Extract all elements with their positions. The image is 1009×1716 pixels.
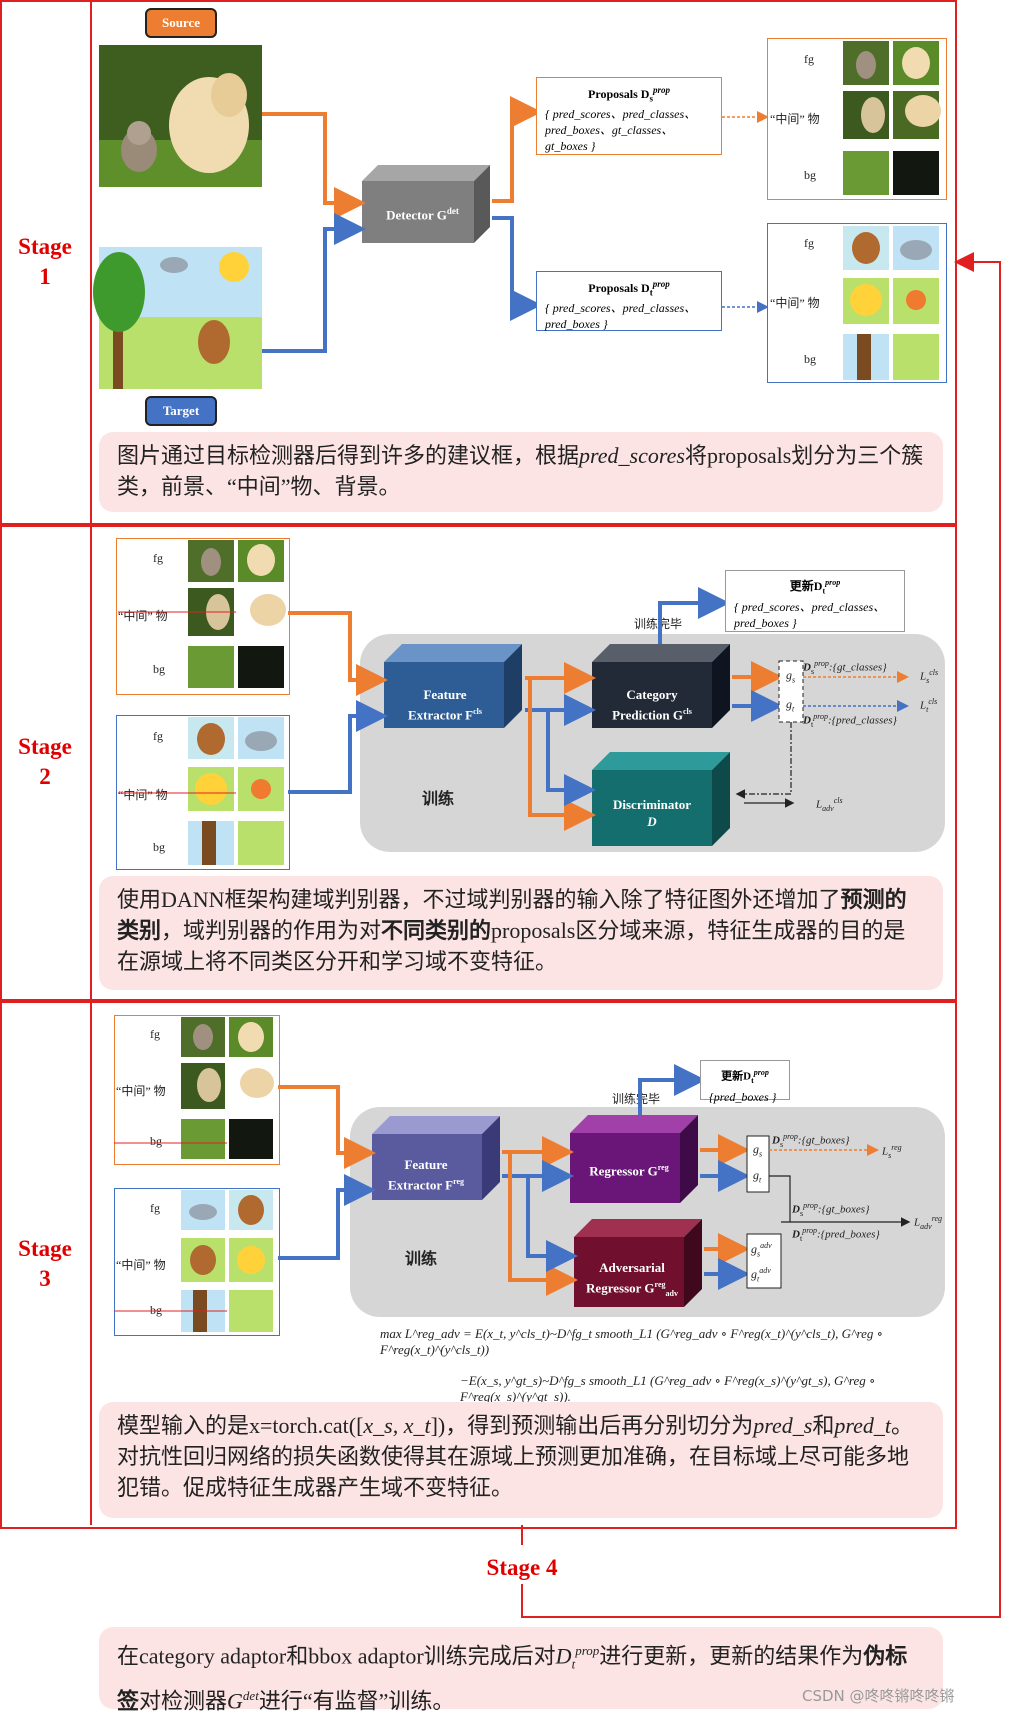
regressor-label: Regressor Greg — [589, 1163, 669, 1179]
stage3-note: 模型输入的是x=torch.cat([x_s, x_t])，得到预测输出后再分别… — [99, 1402, 943, 1518]
source-cluster-thumbs — [843, 41, 941, 195]
grid-label-bg: bg — [153, 662, 165, 676]
feature-extractor-reg-block — [372, 1116, 500, 1200]
stage2-dt-label: Dtprop:{pred_classes} — [803, 712, 897, 729]
grid-label-fg: fg — [804, 236, 814, 250]
grid-label-bg: bg — [153, 840, 165, 854]
target-pill: Target — [145, 396, 217, 426]
stage3-gt-adv-label: gtadv — [751, 1266, 771, 1284]
csdn-watermark: CSDN @咚咚锵咚咚锵 — [802, 1687, 955, 1705]
grid-label-mid: “中间” 物 — [116, 1258, 166, 1272]
grid-label-fg: fg — [150, 1201, 160, 1215]
grid-label-bg: bg — [150, 1134, 162, 1148]
stage1-note: 图片通过目标检测器后得到许多的建议框，根据pred_scores将proposa… — [99, 432, 943, 512]
stage2-frame — [0, 523, 957, 1003]
grid-label-mid: “中间” 物 — [770, 112, 820, 126]
stage3-frame — [0, 999, 957, 1529]
proposals-target-box: Proposals Dtprop { pred_scores、pred_clas… — [536, 271, 722, 331]
stage3-train-label: 训练 — [405, 1251, 438, 1268]
stage3-target-thumbs — [114, 1190, 273, 1332]
stage4-note: 在category adaptor和bbox adaptor训练完成后对Dtpr… — [99, 1627, 943, 1713]
stage3-gs-adv-label: gsadv — [751, 1241, 772, 1259]
stage2-ds-label: Dsprop:{gt_classes} — [803, 659, 887, 676]
category-prediction-block — [592, 644, 730, 728]
loss-cls-target: Ltcls — [920, 697, 938, 714]
adversarial-regressor-block — [574, 1219, 702, 1307]
feature-extractor-cls-block — [384, 644, 522, 728]
target-image — [93, 247, 262, 389]
stage3-dt-label: Dtprop:{pred_boxes} — [792, 1226, 880, 1243]
regressor-block — [570, 1115, 698, 1203]
loss-reg-adv: Ladvreg — [914, 1214, 943, 1231]
stage3-ds-label-2: Dsprop:{gt_boxes} — [792, 1201, 870, 1218]
grid-label-bg: bg — [150, 1303, 162, 1317]
stage3-ds-label-1: Dsprop:{gt_boxes} — [772, 1132, 850, 1149]
stage2-update-box: 更新Dtprop { pred_scores、pred_classes、pred… — [725, 570, 905, 632]
grid-label-mid: “中间” 物 — [118, 788, 168, 802]
stage2-train-label: 训练 — [422, 791, 455, 808]
stage1-arrows — [262, 96, 769, 353]
stage3-update-box: 更新Dtprop {pred_boxes } — [700, 1060, 790, 1104]
grid-label-fg: fg — [150, 1027, 160, 1041]
detector-label: Detector Gdet — [386, 206, 459, 223]
stage4-label: Stage 4 — [486, 1555, 558, 1580]
loss-formula-line1: max L^reg_adv = E(x_t, y^cls_t)~D^fg_t s… — [380, 1326, 884, 1357]
stage2-source-thumbs — [118, 540, 286, 688]
stage2-note: 使用DANN框架构建域判别器，不过域判别器的输入除了特征图外还增加了预测的类别，… — [99, 876, 943, 990]
stage3-gs-label: gs — [753, 1142, 763, 1159]
grid-label-fg: fg — [804, 52, 814, 66]
grid-label-fg: fg — [153, 729, 163, 743]
grid-label-bg: bg — [804, 168, 816, 182]
grid-label-mid: “中间” 物 — [116, 1084, 166, 1098]
loss-cls-source: Lscls — [920, 668, 939, 685]
source-image — [99, 45, 262, 187]
proposals-source-box: Proposals Dsprop { pred_scores、pred_clas… — [536, 77, 722, 155]
loss-cls-adv: Ladvcls — [816, 796, 843, 813]
discriminator-block — [592, 752, 730, 846]
grid-label-bg: bg — [804, 352, 816, 366]
gt-label: gt — [786, 697, 795, 714]
stage3-train-done-label: 训练完毕 — [612, 1092, 661, 1106]
stage3-source-thumbs — [114, 1017, 274, 1159]
gs-label: gs — [786, 668, 796, 685]
grid-label-fg: fg — [153, 551, 163, 565]
loss-formula-line2: −E(x_s, y^gt_s)~D^fg_s smooth_L1 (G^reg_… — [460, 1373, 876, 1404]
stage2-target-thumbs — [118, 717, 284, 865]
source-pill: Source — [145, 8, 217, 38]
target-cluster-thumbs — [843, 226, 939, 380]
detector-block — [362, 165, 490, 243]
loss-reg-source: Lsreg — [882, 1143, 902, 1160]
stage-label-divider — [90, 0, 92, 1525]
stage3-gt-label: gt — [753, 1168, 762, 1185]
grid-label-mid: “中间” 物 — [770, 296, 820, 310]
